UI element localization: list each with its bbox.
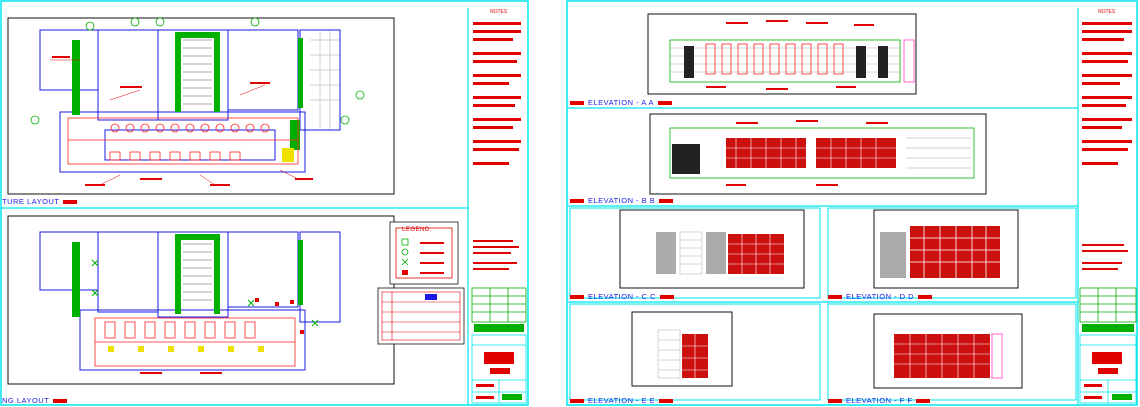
- view-title-elevation-ff-text: ELEVATION - F F: [846, 396, 913, 405]
- view-title-elevation-ff: ELEVATION - F F: [828, 396, 934, 405]
- view-title-elevation-dd-text: ELEVATION - D D: [846, 292, 915, 301]
- view-title-elevation-bb-text: ELEVATION - B B: [588, 196, 656, 205]
- view-title-fixture-layout-text: TURE LAYOUT: [2, 197, 60, 206]
- left-drawing-sheet: NOTES TURE LAYOUT NG LAYOUT LEGEND:: [0, 0, 530, 407]
- view-title-fixture-layout: TURE LAYOUT: [2, 197, 81, 206]
- view-title-elevation-aa-text: ELEVATION - A A: [588, 98, 654, 107]
- view-title-lighting-layout: NG LAYOUT: [2, 396, 71, 405]
- notes-heading-right: NOTES: [1098, 9, 1116, 15]
- legend-heading: LEGEND:: [402, 227, 432, 233]
- view-title-elevation-bb: ELEVATION - B B: [570, 196, 677, 205]
- view-title-elevation-ee: ELEVATION - E E: [570, 396, 677, 405]
- view-title-elevation-aa: ELEVATION - A A: [570, 98, 676, 107]
- view-title-elevation-cc-text: ELEVATION - C C: [588, 292, 657, 301]
- right-drawing-sheet: NOTES ELEVATION - A A ELEVATION - B B EL…: [566, 0, 1140, 407]
- notes-heading-left: NOTES: [490, 9, 508, 15]
- view-title-elevation-dd: ELEVATION - D D: [828, 292, 936, 301]
- right-sheet-canvas: [566, 0, 1138, 406]
- view-title-elevation-cc: ELEVATION - C C: [570, 292, 678, 301]
- view-title-elevation-ee-text: ELEVATION - E E: [588, 396, 656, 405]
- left-sheet-canvas: [0, 0, 529, 406]
- view-title-lighting-layout-text: NG LAYOUT: [2, 396, 50, 405]
